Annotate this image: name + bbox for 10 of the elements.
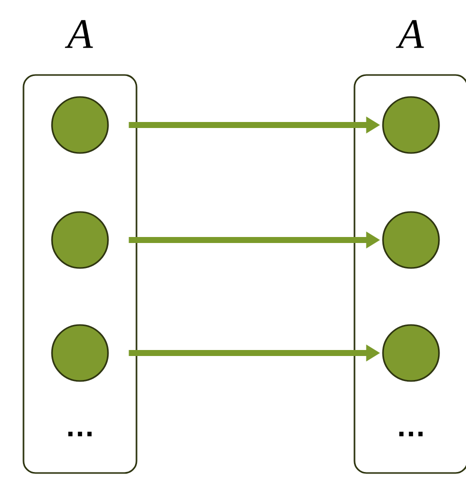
circle: [51, 96, 109, 154]
heading: A: [64, 20, 93, 48]
circle: [382, 211, 440, 269]
circle: [51, 211, 109, 269]
ellipsis: …: [68, 432, 92, 436]
heading: A: [396, 20, 424, 48]
circle: [382, 324, 440, 382]
circle: [382, 96, 440, 154]
circle: [51, 324, 109, 382]
ellipsis: …: [399, 432, 423, 436]
